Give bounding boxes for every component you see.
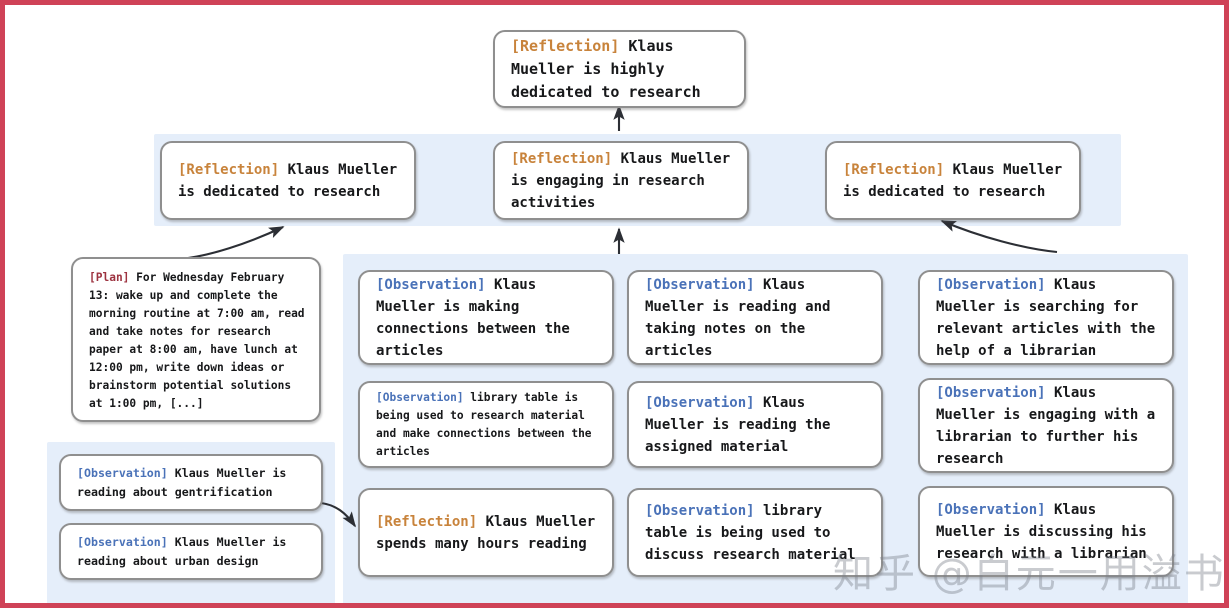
node-observation-bl-2[interactable]: [Observation] Klaus Mueller is reading a… [59,523,323,580]
node-text: [Reflection] Klaus Mueller is engaging i… [511,148,735,214]
node-body: Klaus Mueller is reading about gentrific… [77,466,294,499]
node-plan[interactable]: [Plan] For Wednesday February 13: wake u… [71,257,321,422]
node-body: Klaus Mueller is dedicated to research [178,161,406,200]
node-body: Klaus Mueller is engaging with a librari… [936,384,1164,467]
node-text: [Observation] library table is being use… [645,500,869,566]
observation-tag: [Observation] [77,466,168,480]
node-reflection-mid[interactable]: [Reflection] Klaus Mueller is engaging i… [493,141,749,220]
node-col2-observation-3[interactable]: [Observation] library table is being use… [627,488,883,577]
node-text: [Observation] Klaus Mueller is making co… [376,274,600,362]
plan-tag: [Plan] [89,271,130,284]
node-text: [Reflection] Klaus Mueller spends many h… [376,511,600,555]
node-col1-reflection[interactable]: [Reflection] Klaus Mueller spends many h… [358,488,614,577]
node-body: Klaus Mueller is engaging in research ac… [511,150,739,211]
node-text: [Observation] Klaus Mueller is reading t… [645,392,869,458]
node-body: library table is being used to research … [376,390,599,458]
node-body: Klaus Mueller is reading about urban des… [77,535,294,568]
node-reflection-right[interactable]: [Reflection] Klaus Mueller is dedicated … [825,141,1081,220]
observation-tag: [Observation] [376,276,486,293]
node-col3-observation-2[interactable]: [Observation] Klaus Mueller is engaging … [918,378,1174,473]
node-body: library table is being used to discuss r… [645,502,856,563]
zhihu-watermark: 知乎 @白元一用溢书生 [833,551,1229,597]
node-col3-observation-1[interactable]: [Observation] Klaus Mueller is searching… [918,270,1174,365]
observation-tag: [Observation] [936,384,1046,401]
node-text: [Reflection] Klaus Mueller is dedicated … [178,159,402,203]
node-text: [Observation] Klaus Mueller is engaging … [936,382,1160,470]
observation-tag: [Observation] [645,502,755,519]
node-observation-bl-1[interactable]: [Observation] Klaus Mueller is reading a… [59,454,323,511]
node-text: [Observation] Klaus Mueller is reading a… [645,274,869,362]
node-text: [Observation] Klaus Mueller is discussin… [936,499,1160,565]
node-col1-observation-1[interactable]: [Observation] Klaus Mueller is making co… [358,270,614,365]
node-text: [Observation] Klaus Mueller is reading a… [77,464,309,501]
reflection-tag: [Reflection] [511,150,613,167]
observation-tag: [Observation] [936,501,1046,518]
reflection-tag: [Reflection] [376,513,478,530]
node-text: [Plan] For Wednesday February 13: wake u… [89,269,307,413]
observation-tag: [Observation] [376,390,464,404]
node-col2-observation-1[interactable]: [Observation] Klaus Mueller is reading a… [627,270,883,365]
node-body: Klaus Mueller is making connections betw… [376,276,579,359]
node-text: [Observation] Klaus Mueller is searching… [936,274,1160,362]
node-text: [Reflection] Klaus Mueller is dedicated … [843,159,1067,203]
node-body: Klaus Mueller is searching for relevant … [936,276,1164,359]
observation-tag: [Observation] [645,276,755,293]
node-text: [Observation] library table is being use… [376,389,600,461]
reflection-tag: [Reflection] [511,36,620,55]
node-body: Klaus Mueller spends many hours reading [376,513,604,552]
node-reflection-left[interactable]: [Reflection] Klaus Mueller is dedicated … [160,141,416,220]
node-text: [Reflection] Klaus Mueller is highly ded… [511,35,732,104]
node-text: [Observation] Klaus Mueller is reading a… [77,533,309,570]
reflection-tag: [Reflection] [843,161,945,178]
node-body: Klaus Mueller is reading and taking note… [645,276,839,359]
node-body: Klaus Mueller is discussing his research… [936,501,1156,562]
node-col3-observation-3[interactable]: [Observation] Klaus Mueller is discussin… [918,486,1174,577]
node-body: Klaus Mueller is dedicated to research [843,161,1071,200]
node-col1-observation-2[interactable]: [Observation] library table is being use… [358,381,614,468]
edge-plan-to-reflection-left [187,226,285,260]
node-body: Klaus Mueller is highly dedicated to res… [511,36,701,101]
node-col2-observation-2[interactable]: [Observation] Klaus Mueller is reading t… [627,381,883,468]
node-body: Klaus Mueller is reading the assigned ma… [645,394,839,455]
observation-tag: [Observation] [936,276,1046,293]
observation-tag: [Observation] [645,394,755,411]
observation-tag: [Observation] [77,535,168,549]
node-root-reflection[interactable]: [Reflection] Klaus Mueller is highly ded… [493,30,746,108]
reflection-tag: [Reflection] [178,161,280,178]
node-body: For Wednesday February 13: wake up and c… [89,271,312,410]
